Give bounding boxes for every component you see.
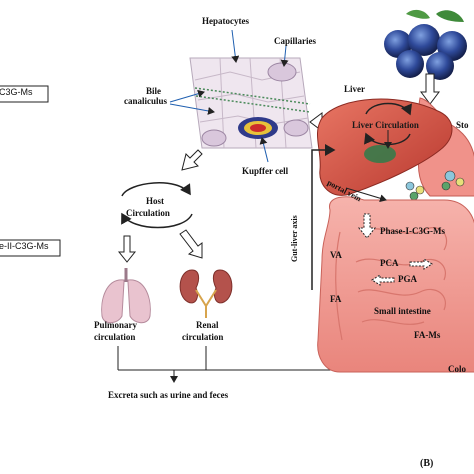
bile-label-line1: Bile <box>146 86 161 96</box>
liver-circulation-cycle <box>364 102 412 149</box>
renal-label-line2: circulation <box>182 332 224 342</box>
gut-liver-axis-arrow <box>311 144 336 290</box>
kupffer-cell-label: Kupffer cell <box>242 166 289 176</box>
intestines-illustration <box>317 196 474 373</box>
pulmonary-label-line2: circulation <box>94 332 136 342</box>
phase1-label: Phase-I-C3G-Ms <box>380 226 445 236</box>
small-intestine-label: Small intestine <box>374 306 431 316</box>
fa-ms-label: FA-Ms <box>414 330 441 340</box>
liver-label: Liver <box>344 84 365 94</box>
arrow-to-renal <box>179 229 203 259</box>
hollow-arrow-tissue-to-host <box>181 149 203 171</box>
arrow-to-pulmonary <box>117 235 137 263</box>
arrow-berries-to-stomach <box>420 73 440 105</box>
pca-label: PCA <box>380 258 399 268</box>
lungs-illustration <box>101 268 151 324</box>
pga-label: PGA <box>398 274 417 284</box>
pca-dashed-arrow <box>409 258 433 270</box>
tissue-label-pointers <box>169 29 289 163</box>
left-label-top: C3G-Ms <box>0 87 33 97</box>
blueberries-illustration <box>384 9 467 80</box>
pulmonary-label-line1: Pulmonary <box>94 320 138 330</box>
va-label: VA <box>330 250 342 260</box>
gut-liver-axis-label: Gut-liver axis <box>290 215 299 262</box>
left-label-bottom: e-II-C3G-Ms <box>0 241 49 251</box>
hepatocyte-tissue-illustration <box>189 57 313 149</box>
host-label-line1: Host <box>146 196 164 206</box>
liver-circulation-label: Liver Circulation <box>352 120 419 130</box>
kidneys-illustration <box>179 269 233 318</box>
portal-vein-arrow <box>345 187 387 203</box>
host-circulation-cycle <box>121 182 193 229</box>
pga-dashed-arrow <box>371 274 395 286</box>
bile-label-line2: canaliculus <box>124 96 168 106</box>
left-label-box-bottom <box>0 239 61 257</box>
hepatocytes-label: Hepatocytes <box>202 16 249 26</box>
colon-label: Colo <box>448 364 466 374</box>
molecule-particles <box>405 170 465 201</box>
phase1-dashed-arrow <box>357 213 377 239</box>
panel-label: (B) <box>420 458 434 469</box>
excreta-label: Excreta such as urine and feces <box>108 390 229 400</box>
kupffer-cell-shape <box>238 117 278 139</box>
stomach-label: Sto <box>456 120 469 130</box>
host-label-line2: Circulation <box>126 208 170 218</box>
left-label-box-top <box>0 85 49 103</box>
capillaries-label: Capillaries <box>274 36 316 46</box>
renal-label-line1: Renal <box>196 320 219 330</box>
fa-label: FA <box>330 294 342 304</box>
